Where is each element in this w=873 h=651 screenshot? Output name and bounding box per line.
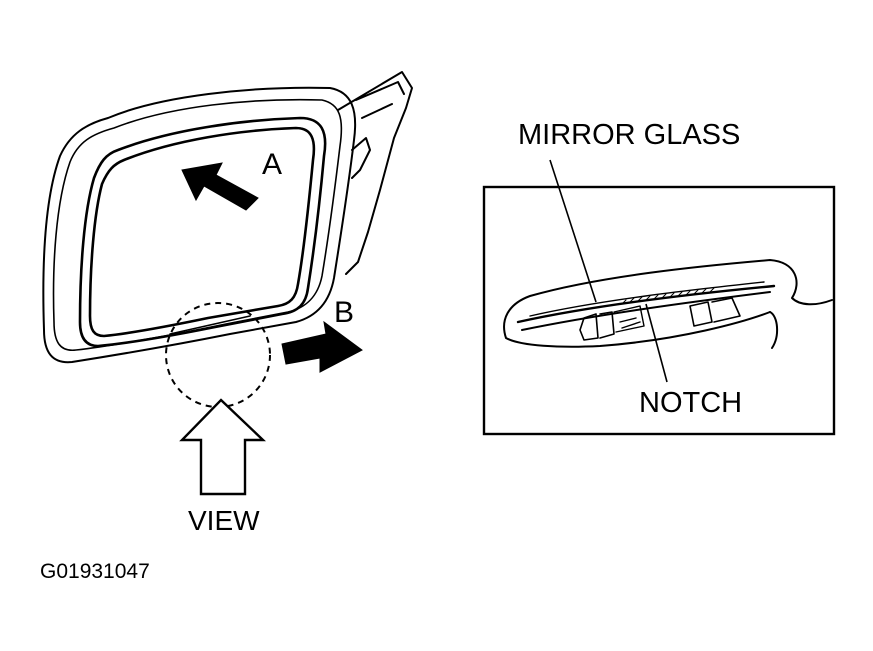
mirror-glass-outline-outer [78, 116, 327, 348]
detail-clip-left [579, 311, 615, 341]
figure-id: G01931047 [40, 560, 150, 583]
arrow-a: A [181, 148, 282, 211]
view-arrow: VIEW [179, 398, 266, 536]
mirror-housing-rim [52, 98, 343, 351]
detail-mirror-edge [503, 259, 833, 349]
mirror-mount [337, 71, 413, 275]
glass-bottom-detail [169, 315, 251, 335]
arrow-b-label: B [334, 296, 354, 329]
mirror-glass-label: MIRROR GLASS [518, 119, 740, 151]
detail-glass-edge-2 [521, 291, 771, 331]
detail-housing [503, 259, 833, 348]
detail-frame [482, 185, 836, 436]
notch-leader [645, 303, 668, 383]
arrow-a-label: A [262, 148, 282, 181]
arrow-b-shape [281, 320, 363, 373]
detail-glass-edge [516, 284, 776, 324]
detail-glass-edge-3 [529, 281, 765, 317]
detail-clip-mid [613, 305, 645, 333]
mirror-glass-outline-inner [88, 126, 316, 338]
notch-label: NOTCH [639, 387, 742, 419]
arrow-a-shape [181, 162, 259, 211]
detail-view: MIRROR GLASS NOTCH [482, 119, 836, 436]
arrow-b: B [281, 296, 363, 373]
mirror-housing-outer [42, 86, 357, 364]
detail-housing-wing [769, 311, 778, 349]
detail-clip-right [689, 297, 741, 327]
mirror-assembly [42, 71, 413, 364]
view-arrow-shape [179, 398, 266, 496]
mirror-glass-leader [549, 159, 597, 303]
view-label: VIEW [188, 505, 260, 536]
detail-hatching [621, 287, 715, 305]
